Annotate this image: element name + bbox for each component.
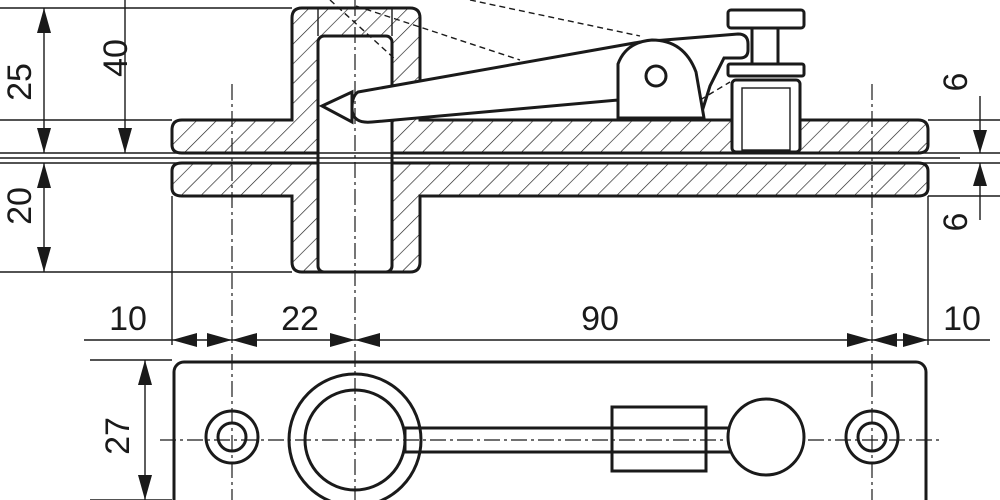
knob-inner [741,87,791,151]
pivot-block-top-view [610,405,708,473]
hidden-line-2 [355,5,521,61]
left-mounting-hole-inner [216,421,248,453]
hidden-line-4 [699,81,731,101]
dim-22-label: 22 [281,300,319,338]
dim-40-label: 40 [97,39,135,77]
dim-20-label: 20 [1,187,39,225]
dim-25-label: 25 [1,63,39,101]
dim-90-label: 90 [581,300,619,338]
hidden-line-3 [469,0,641,37]
dim-10-left-label: 10 [109,300,147,338]
lower-housing-section [170,161,930,274]
knob-sleeve [730,78,802,154]
plan-view [160,360,940,500]
extension-lines [0,7,1000,500]
right-mounting-hole-inner [856,421,888,453]
hidden-line-1 [329,0,397,61]
dim-6-top-label: 6 [937,73,975,92]
dimension-lines [37,0,990,500]
dim-6-bottom-label: 6 [937,213,975,232]
dim-27-label: 27 [99,417,137,455]
right-mounting-hole-outer [844,409,900,465]
knob-top-view [726,397,806,477]
left-mounting-hole-outer [204,409,260,465]
pivot-pin [644,64,668,88]
dimension-labels: 40 25 20 6 6 10 22 90 10 27 [1,39,981,455]
base-plate [172,360,928,500]
knob-cap [726,8,806,30]
cone-tip [318,89,354,125]
dim-10-right-label: 10 [943,300,981,338]
knob-collar [726,62,806,78]
boss-outer-ring [287,372,423,500]
